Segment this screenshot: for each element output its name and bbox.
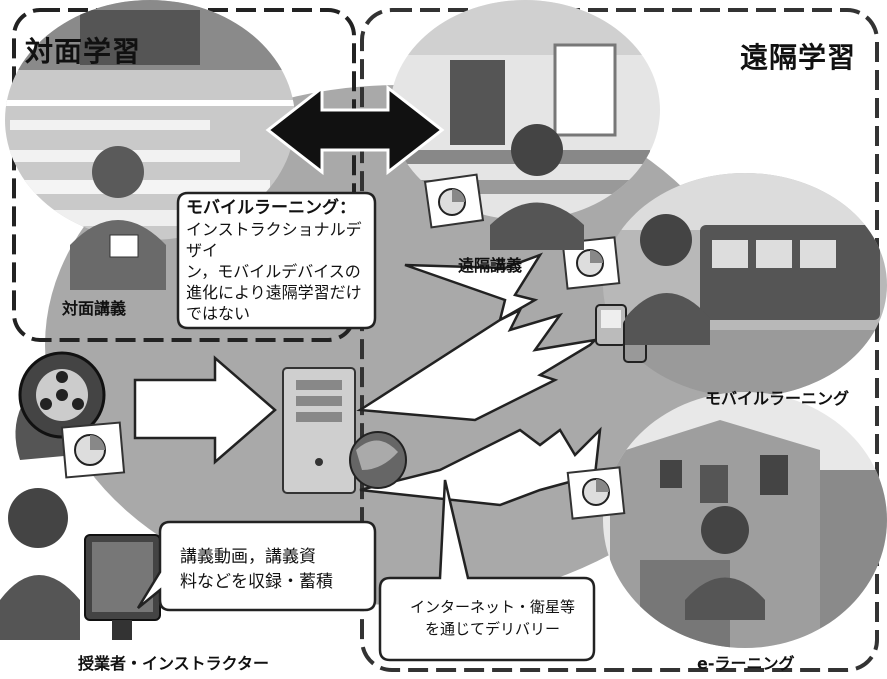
remote-frame	[360, 8, 879, 672]
mobile-note-line: 進化により遠隔学習だけ	[186, 283, 362, 302]
server-icon	[282, 367, 407, 494]
elearner-icon	[685, 506, 765, 620]
mobile-learning-label: モバイルラーニング	[705, 389, 850, 408]
mobile-learner-icon	[625, 214, 710, 345]
delivery-bolt-elearning	[359, 426, 602, 507]
remote-lecture-label: 遠隔講義	[458, 256, 523, 275]
delivery-arrow-up	[404, 252, 544, 323]
record-line: 料などを収録・蓄積	[180, 572, 333, 592]
mobile-note-bubble	[176, 191, 377, 330]
mobile-note-line: インストラクショナルデザイ	[186, 220, 362, 260]
mobile-note-heading: モバイルラーニング：	[186, 198, 356, 218]
student-person-icon	[70, 146, 166, 290]
document-icon	[561, 236, 621, 290]
remote-student-icon	[490, 124, 584, 250]
delivery-bolt-mobile	[356, 307, 599, 422]
record-text: 講義動画，講義資 料などを収録・蓄積	[180, 545, 370, 595]
delivery-line: を通じてデリバリー	[424, 620, 560, 638]
delivery-line: インターネット・衛星等	[409, 598, 575, 616]
instructor-person-icon	[0, 488, 161, 640]
mobile-note-text: モバイルラーニング： インストラクショナルデザイ ン，モバイルデバイスの 進化に…	[186, 198, 372, 324]
document-icon	[423, 173, 485, 229]
film-reel-icon	[15, 351, 106, 460]
face-to-face-lecture-label: 対面講義	[62, 299, 127, 318]
record-bubble	[136, 520, 377, 612]
record-line: 講義動画，講義資	[180, 547, 316, 567]
face-to-face-title: 対面学習	[25, 35, 142, 68]
mobile-note-line: ではない	[186, 304, 251, 323]
double-arrow	[265, 84, 445, 176]
delivery-bubble	[378, 479, 596, 662]
remote-title: 遠隔学習	[740, 41, 857, 74]
upload-arrow	[133, 355, 277, 465]
delivery-text: インターネット・衛星等 を通じてデリバリー	[395, 596, 590, 640]
e-learning-label: e-ラーニング	[697, 654, 795, 673]
instructor-label: 授業者・インストラクター	[78, 654, 270, 673]
mobile-note-line: ン，モバイルデバイスの	[186, 262, 361, 281]
document-icon	[566, 466, 626, 520]
document-icon	[60, 421, 126, 479]
